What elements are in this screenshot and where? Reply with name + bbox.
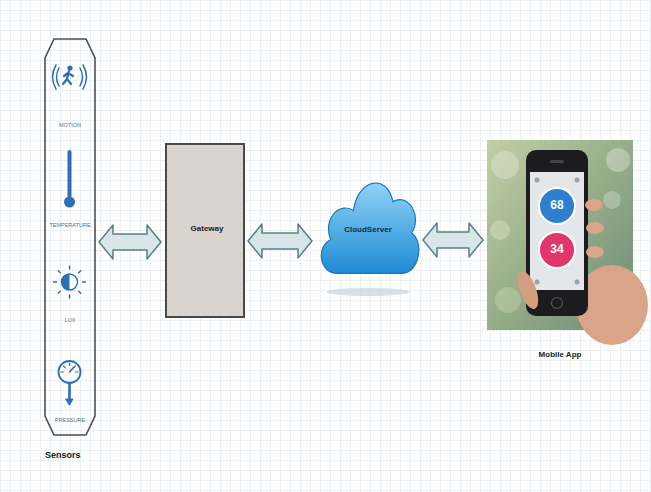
- sensor-label: PRESSURE: [55, 417, 85, 423]
- lux-disc: [62, 274, 78, 290]
- phone-screen: [530, 172, 584, 290]
- bokeh: [491, 151, 519, 179]
- cloud-title: CloudServer: [344, 225, 392, 234]
- double-arrow: [423, 223, 483, 257]
- screen-button: [535, 280, 540, 285]
- pressure-icon: [59, 361, 81, 405]
- reading-dial: [539, 188, 575, 224]
- cloud-shape: [321, 183, 418, 273]
- icon-body: [63, 71, 73, 84]
- phone-speaker: [550, 160, 564, 163]
- box-title: Gateway: [191, 224, 224, 233]
- panel-outline: [44, 38, 96, 436]
- screen-reading: 68: [550, 199, 563, 213]
- sensor-panel: MOTIONTEMPERATURELUXPRESSURESensors: [44, 38, 96, 436]
- hand-wrist: [595, 300, 633, 330]
- sensor-label: TEMPERATURE: [49, 222, 90, 228]
- photo-background: [487, 140, 633, 330]
- cloud-server: CloudServer: [316, 168, 420, 280]
- thermometer-stem: [68, 150, 72, 198]
- mobile-app-photo: Mobile App: [487, 140, 633, 330]
- gauge-tip: [66, 399, 73, 405]
- reading-dial: [539, 232, 575, 268]
- temperature-icon: [64, 150, 75, 208]
- gauge-dial: [59, 361, 81, 383]
- sensor-label: LUX: [65, 317, 76, 323]
- motion-icon: [53, 65, 87, 89]
- bokeh: [490, 220, 510, 240]
- finger: [586, 246, 604, 258]
- screen-button: [575, 280, 580, 285]
- thermometer-bulb: [64, 197, 75, 208]
- cloud-outline: [316, 168, 420, 280]
- phone-home-button: [552, 298, 563, 309]
- double-arrow: [248, 224, 312, 258]
- icon-head: [67, 65, 72, 70]
- photo-caption: Mobile App: [539, 350, 582, 359]
- gateway-box: Gateway: [165, 143, 245, 318]
- finger: [585, 199, 603, 211]
- lux-rays: [54, 266, 86, 298]
- panel-heading: Sensors: [45, 450, 81, 460]
- gauge-ticks: [61, 363, 78, 372]
- panel-border: [45, 39, 95, 435]
- icon-waves: [53, 65, 87, 89]
- lux-icon: [54, 266, 86, 298]
- finger: [586, 222, 604, 234]
- gauge-stem: [68, 383, 71, 398]
- gauge-needle: [70, 367, 75, 372]
- cloud-shadow: [326, 288, 410, 296]
- phone-photo: [487, 140, 648, 345]
- screen-reading: 34: [550, 243, 563, 257]
- lux-half: [62, 274, 70, 290]
- bokeh: [603, 191, 621, 209]
- sensor-label: MOTION: [59, 122, 81, 128]
- double-arrow: [99, 225, 161, 259]
- screen-button: [575, 178, 580, 183]
- bokeh: [495, 287, 521, 313]
- bokeh: [606, 148, 630, 172]
- screen-button: [535, 178, 540, 183]
- thumb: [514, 268, 543, 311]
